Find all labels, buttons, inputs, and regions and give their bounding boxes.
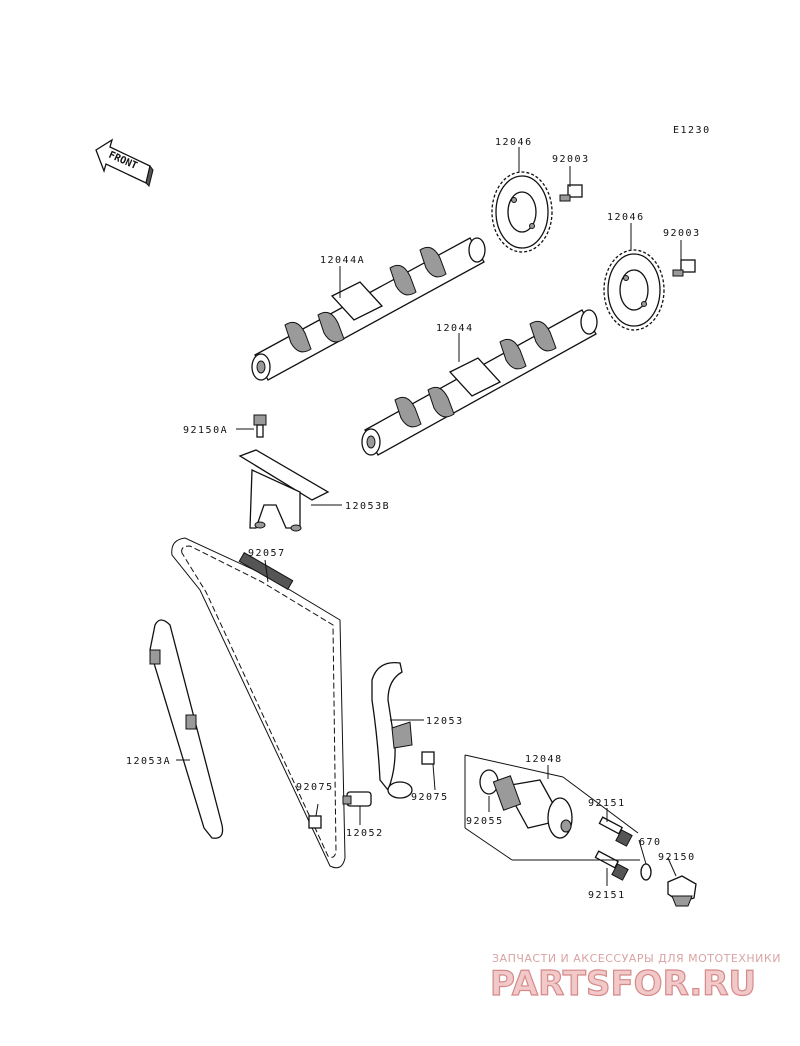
label-damper-left: 92075 xyxy=(296,782,334,793)
watermark-tagline: ЗАПЧАСТИ И АКСЕССУАРЫ ДЛЯ МОТОТЕХНИКИ xyxy=(492,952,781,965)
top-guide-bolt xyxy=(253,414,267,438)
upper-sprocket-bolt xyxy=(559,184,583,202)
label-bolt-tensioner-bottom: 92151 xyxy=(588,890,626,901)
label-bolt-upper: 92003 xyxy=(552,154,590,165)
cap-bolt xyxy=(667,875,697,907)
label-pin: 12052 xyxy=(346,828,384,839)
chain-tensioner xyxy=(492,775,573,839)
lower-sprocket-bolt xyxy=(672,259,696,277)
damper-left xyxy=(308,815,322,829)
front-arrow-icon: FRONT xyxy=(95,138,154,187)
label-camshaft: 12044 xyxy=(436,323,474,334)
label-guide-left: 12053A xyxy=(126,756,171,767)
left-chain-guide xyxy=(149,619,224,839)
gasket-ring xyxy=(640,863,652,881)
watermark-brand: PARTSFOR.RU xyxy=(490,964,756,1004)
label-gasket: 670 xyxy=(639,837,662,848)
tensioner-bolt-bottom xyxy=(594,850,629,881)
label-guide-right: 12053 xyxy=(426,716,464,727)
damper-right xyxy=(421,751,435,765)
diagram-code: E1230 xyxy=(673,125,711,136)
label-bolt-tensioner-top: 92151 xyxy=(588,798,626,809)
label-sprocket-lower: 12046 xyxy=(607,212,645,223)
label-damper-right: 92075 xyxy=(411,792,449,803)
tensioner-bolt-top xyxy=(598,816,633,847)
label-bolt-lower: 92003 xyxy=(663,228,701,239)
label-sprocket-upper: 12046 xyxy=(495,137,533,148)
camshaft xyxy=(361,309,598,456)
label-cap-bolt: 92150 xyxy=(658,852,696,863)
label-bolt-guide-top: 92150A xyxy=(183,425,228,436)
top-chain-guide xyxy=(238,449,330,532)
leader-lines xyxy=(176,147,682,886)
label-tensioner: 12048 xyxy=(525,754,563,765)
right-chain-guide xyxy=(371,661,413,799)
lower-sprocket xyxy=(603,249,665,331)
label-camshaft-a: 12044A xyxy=(320,255,365,266)
label-chain: 92057 xyxy=(248,548,286,559)
pivot-pin xyxy=(342,791,372,807)
camshaft-a xyxy=(251,237,486,381)
label-guide-top: 12053B xyxy=(345,501,390,512)
label-oring: 92055 xyxy=(466,816,504,827)
upper-sprocket xyxy=(491,171,553,253)
